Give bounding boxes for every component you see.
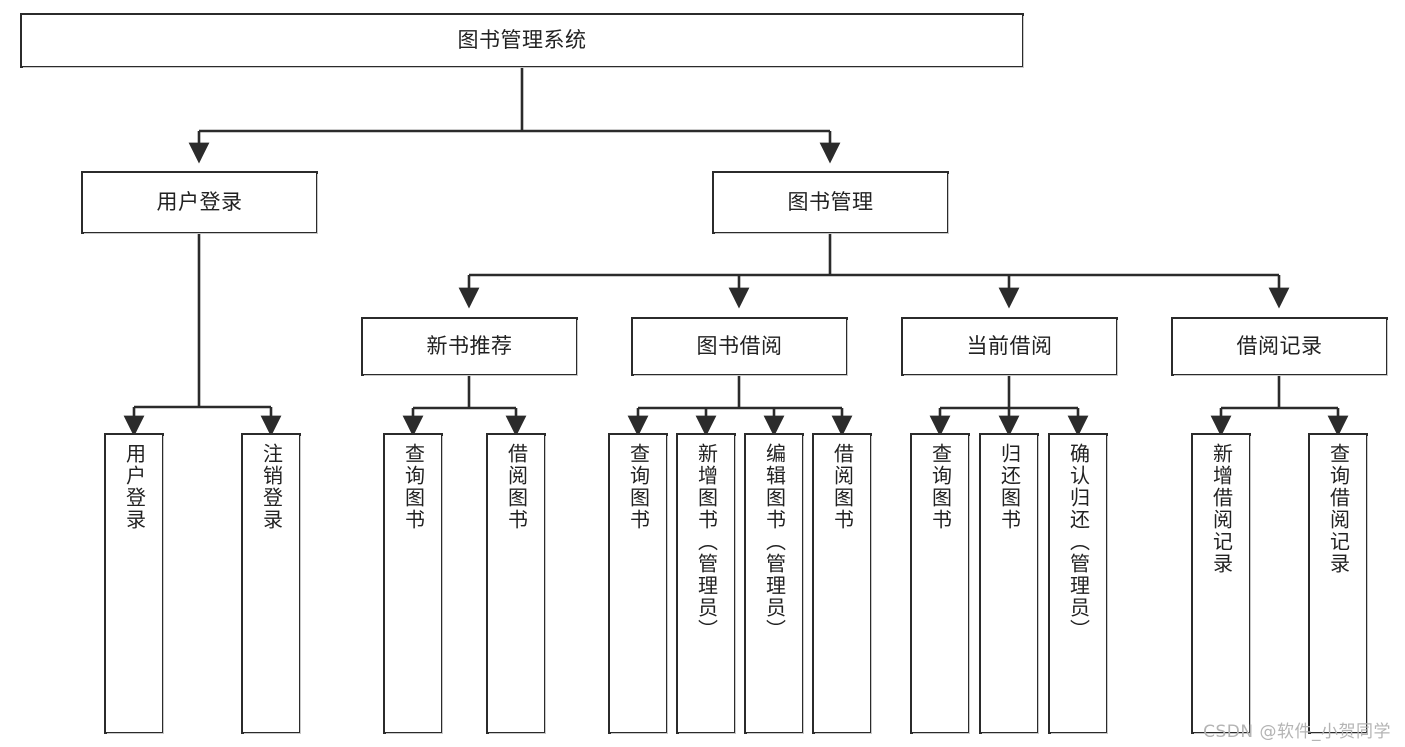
leaf-book-borrow-0[interactable]: 查询图书	[608, 433, 668, 734]
leaf-borrow-record-0[interactable]: 新增借阅记录	[1191, 433, 1251, 734]
leaf-label: 用户登录	[122, 443, 147, 531]
leaf-label: 注销登录	[259, 443, 284, 531]
node-book-borrow[interactable]: 图书借阅	[631, 317, 848, 376]
leaf-current-borrow-1[interactable]: 归还图书	[979, 433, 1039, 734]
node-user-login[interactable]: 用户登录	[81, 171, 318, 234]
leaf-book-borrow-2[interactable]: 编辑图书（管理员）	[744, 433, 804, 734]
leaf-label: 新增借阅记录	[1209, 443, 1234, 575]
leaf-label: 借阅图书	[504, 443, 529, 531]
node-current-borrow[interactable]: 当前借阅	[901, 317, 1118, 376]
leaf-user-login-0[interactable]: 用户登录	[104, 433, 164, 734]
leaf-current-borrow-2[interactable]: 确认归还（管理员）	[1048, 433, 1108, 734]
leaf-label: 借阅图书	[830, 443, 855, 531]
node-root[interactable]: 图书管理系统	[20, 13, 1024, 68]
node-borrow-record-label: 借阅记录	[1236, 333, 1323, 358]
node-book-borrow-label: 图书借阅	[696, 333, 783, 358]
node-book-manage-label: 图书管理	[787, 189, 874, 214]
node-current-borrow-label: 当前借阅	[966, 333, 1053, 358]
leaf-label: 查询图书	[626, 443, 651, 531]
leaf-label: 确认归还（管理员）	[1066, 443, 1091, 641]
watermark: CSDN @软件_小贺同学	[1203, 722, 1391, 742]
node-borrow-record[interactable]: 借阅记录	[1171, 317, 1388, 376]
leaf-label: 查询借阅记录	[1326, 443, 1351, 575]
leaf-user-login-1[interactable]: 注销登录	[241, 433, 301, 734]
leaf-borrow-record-1[interactable]: 查询借阅记录	[1308, 433, 1368, 734]
leaf-new-book-rec-1[interactable]: 借阅图书	[486, 433, 546, 734]
leaf-label: 新增图书（管理员）	[694, 443, 719, 641]
leaf-book-borrow-3[interactable]: 借阅图书	[812, 433, 872, 734]
node-new-book-rec-label: 新书推荐	[426, 333, 513, 358]
leaf-label: 查询图书	[928, 443, 953, 531]
leaf-label: 编辑图书（管理员）	[762, 443, 787, 641]
node-user-login-label: 用户登录	[156, 189, 243, 214]
node-new-book-rec[interactable]: 新书推荐	[361, 317, 578, 376]
leaf-new-book-rec-0[interactable]: 查询图书	[383, 433, 443, 734]
node-root-label: 图书管理系统	[457, 27, 587, 52]
leaf-label: 归还图书	[997, 443, 1022, 531]
leaf-label: 查询图书	[401, 443, 426, 531]
leaf-current-borrow-0[interactable]: 查询图书	[910, 433, 970, 734]
node-book-manage[interactable]: 图书管理	[712, 171, 949, 234]
leaf-book-borrow-1[interactable]: 新增图书（管理员）	[676, 433, 736, 734]
